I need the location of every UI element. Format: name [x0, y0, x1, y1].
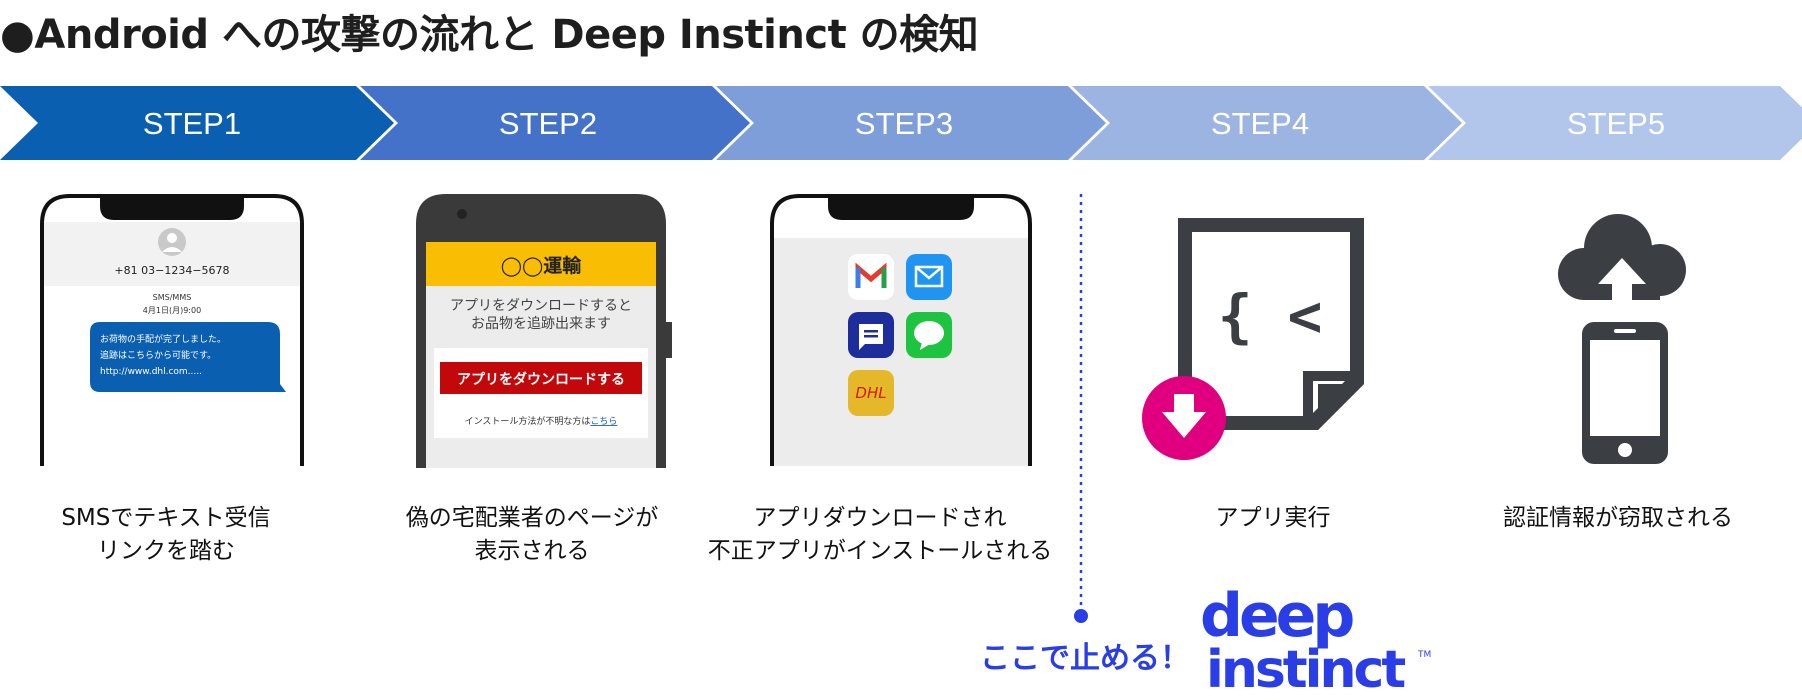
sms-bubble [90, 322, 286, 392]
install-link: こちら [590, 416, 617, 427]
app-install-phone: DHL [770, 194, 1032, 466]
fake-courier-phone: ◯◯運輸 アプリをダウンロードすると お品物を追跡出来ます アプリをダウンロード… [416, 194, 672, 468]
mail-icon [906, 254, 952, 300]
sms-date: 4月1日(月)9:00 [143, 306, 201, 315]
page-title: ●Android への攻撃の流れと Deep Instinct の検知 [0, 12, 979, 58]
stop-here-label: ここで止める！ [980, 641, 1190, 676]
step1-caption: SMSでテキスト受信 リンクを踏む [61, 505, 271, 564]
step-chevron [0, 86, 394, 160]
step-label: STEP2 [499, 106, 597, 141]
step-chevron [1072, 86, 1462, 160]
step2-caption: 偽の宅配業者のページが 表示される [405, 505, 659, 564]
messages-icon [848, 312, 894, 358]
svg-text:インストール方法が不明な方はこちら: インストール方法が不明な方はこちら [465, 415, 618, 427]
gmail-icon [848, 254, 894, 300]
smartphone-icon [1582, 322, 1668, 464]
courier-body-line: アプリをダウンロードすると [450, 298, 632, 314]
sms-number: +81 03−1234−5678 [114, 264, 229, 277]
step5-caption: 認証情報が窃取される [1503, 505, 1733, 531]
code-symbol: { < [1218, 282, 1323, 350]
courier-header: ◯◯運輸 [501, 254, 583, 277]
trademark-mark: TM [1418, 650, 1432, 660]
courier-body-line: お品物を追跡出来ます [471, 316, 611, 332]
step-label: STEP3 [855, 106, 953, 141]
install-note: インストール方法が不明な方は [465, 415, 591, 427]
cloud-upload-icon [1558, 214, 1686, 308]
step3-caption: アプリダウンロードされ 不正アプリがインストールされる [707, 505, 1053, 564]
deep-instinct-logo-line2: instinct [1206, 640, 1406, 700]
step-label: STEP1 [143, 106, 241, 141]
sms-message-line: 追跡はこちらから可能です。 [100, 349, 216, 361]
sms-message-line: お荷物の手配が完了しました。 [100, 333, 226, 345]
steps-bar: STEP1 STEP2 STEP3 STEP4 STEP5 [0, 86, 1802, 160]
deep-instinct-logo-line1: deep [1200, 581, 1355, 651]
credential-theft-icon [1558, 214, 1686, 464]
download-app-button-label: アプリをダウンロードする [457, 371, 625, 388]
line-icon [906, 312, 952, 358]
step-chevron [360, 86, 750, 160]
step-chevron [1428, 86, 1802, 160]
dhl-label: DHL [855, 384, 886, 402]
sms-phone: +81 03−1234−5678 SMS/MMS 4月1日(月)9:00 お荷物… [40, 194, 304, 466]
step-chevron [716, 86, 1106, 160]
download-app-button [440, 362, 642, 394]
malicious-code-file-icon: { < [1142, 218, 1364, 460]
download-icon [1142, 376, 1226, 460]
dhl-icon: DHL [848, 370, 894, 416]
step-label: STEP5 [1567, 106, 1665, 141]
step4-caption: アプリ実行 [1215, 505, 1331, 531]
step-label: STEP4 [1211, 106, 1309, 141]
sms-message-line: http://www.dhl.com..... [100, 367, 202, 377]
sms-type: SMS/MMS [153, 293, 192, 302]
detection-divider [1074, 194, 1088, 623]
